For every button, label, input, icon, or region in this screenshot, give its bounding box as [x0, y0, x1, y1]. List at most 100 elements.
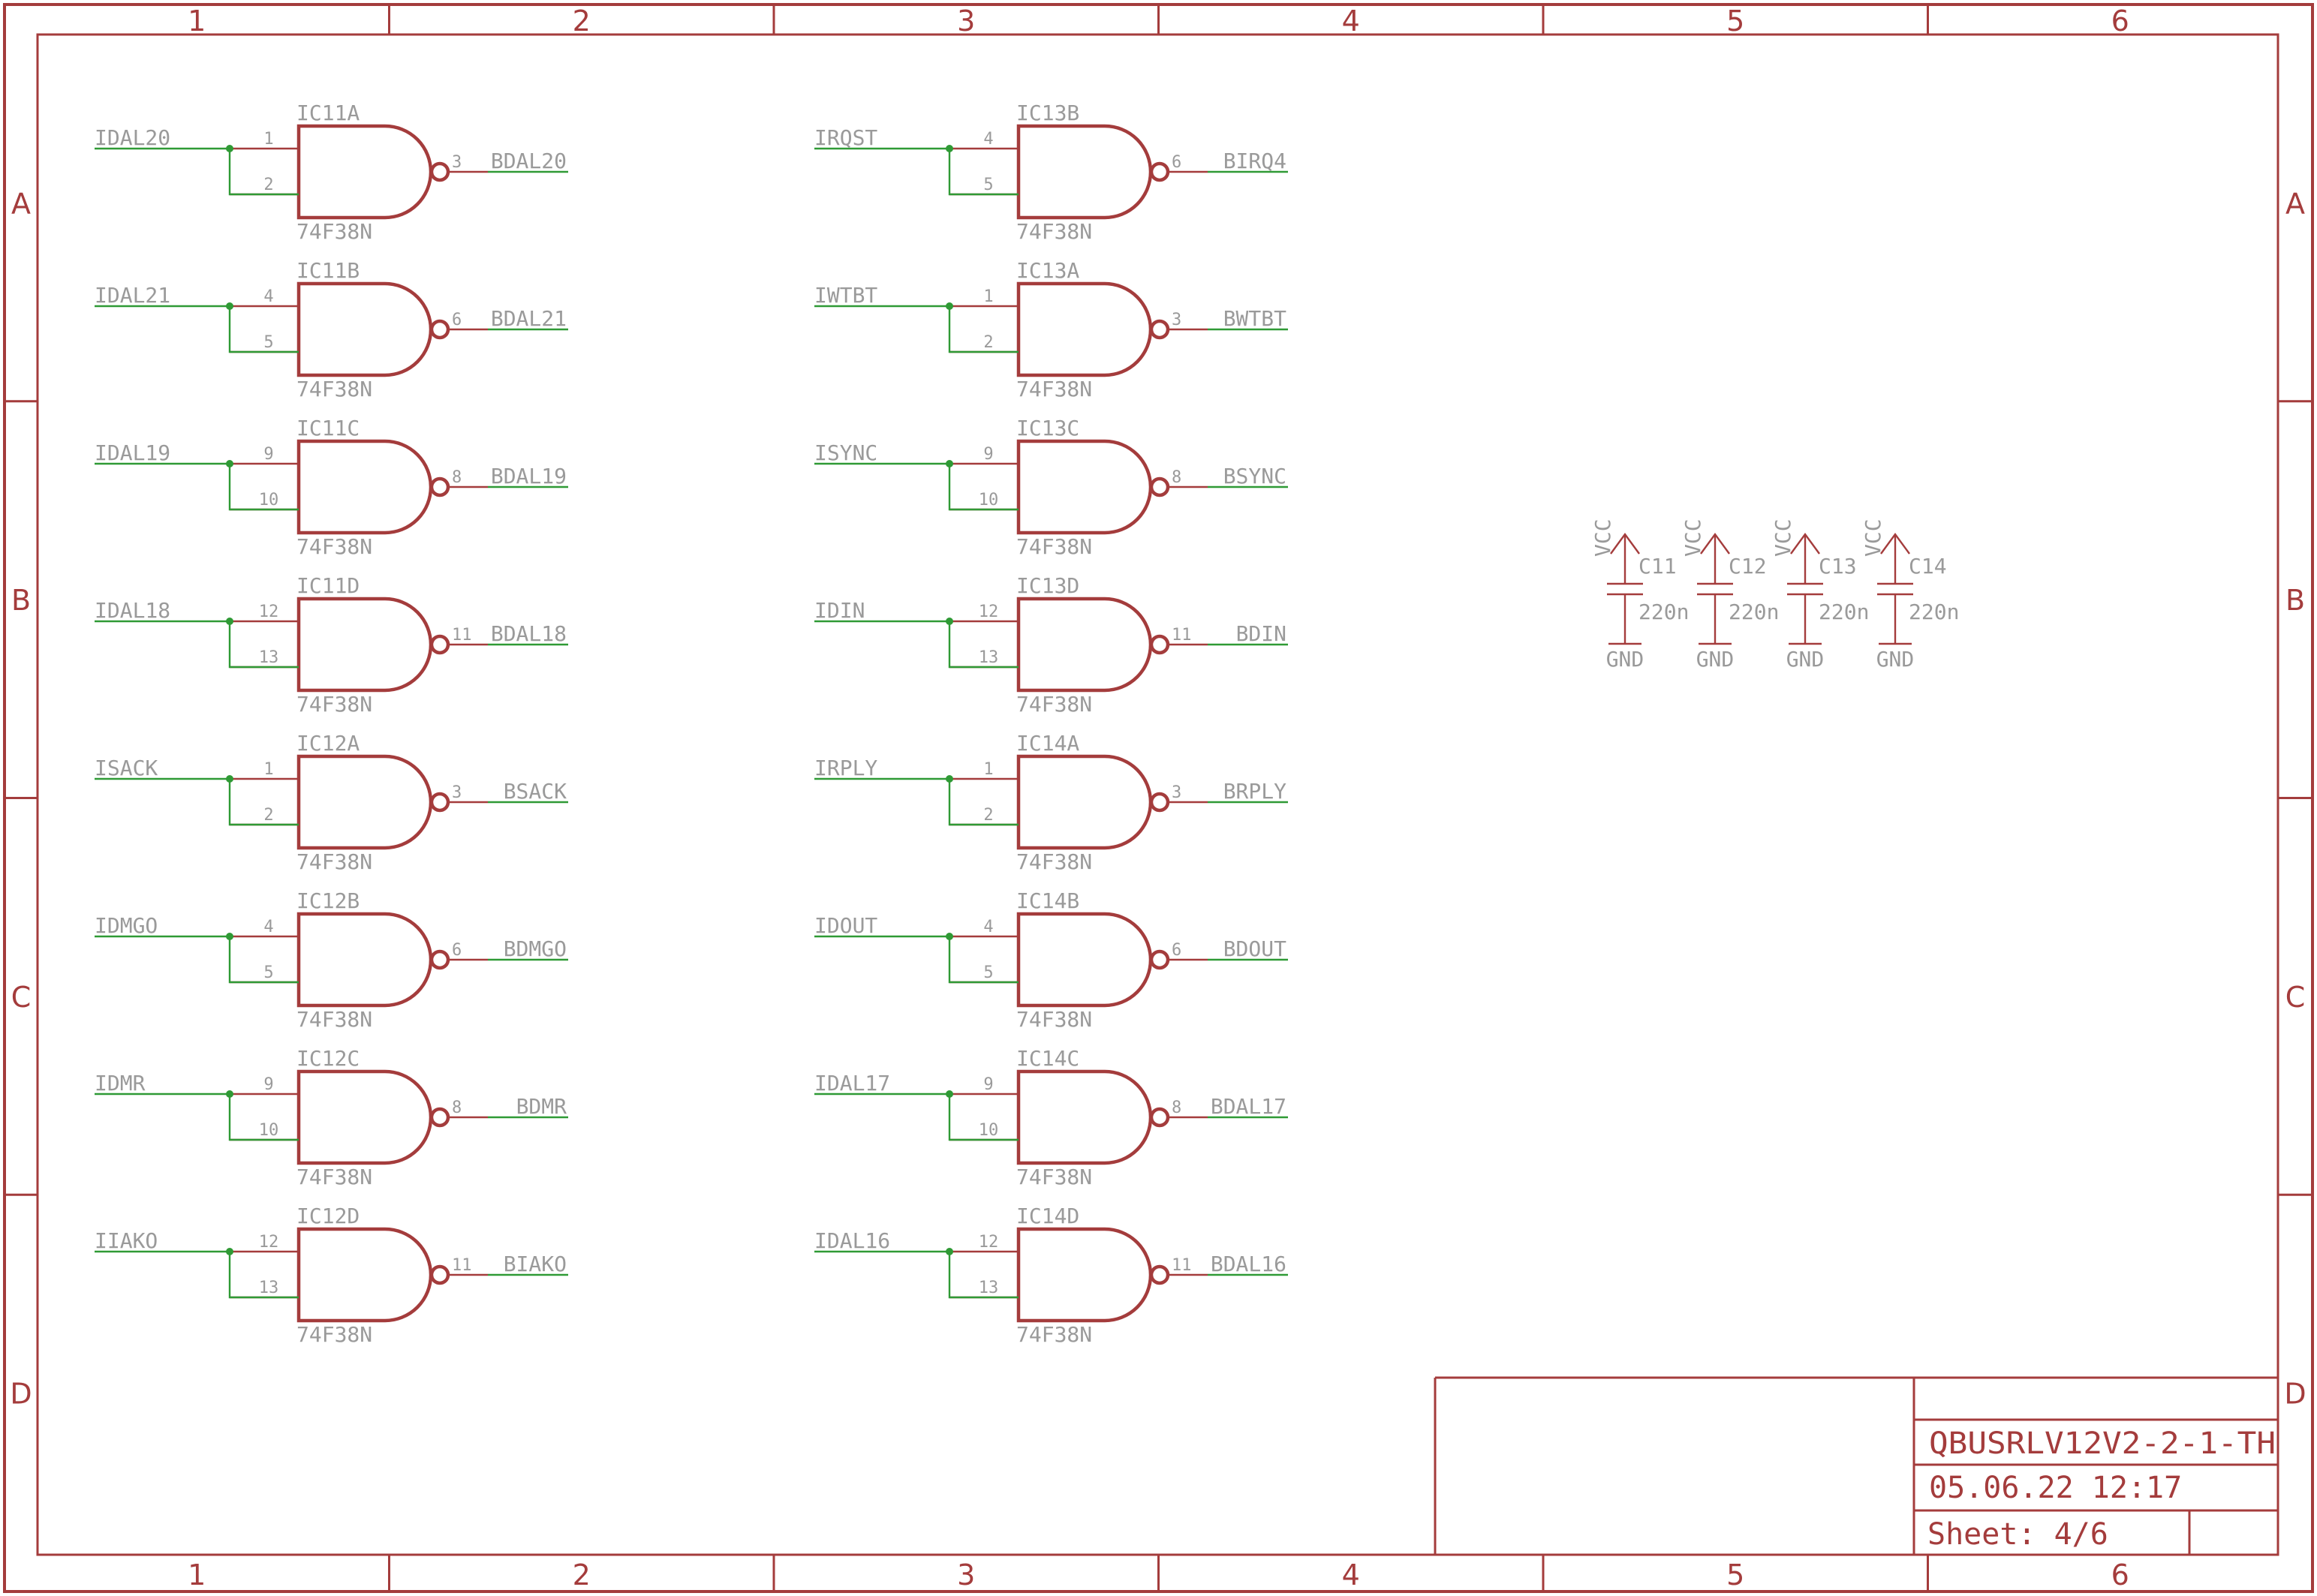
gate-reference: IC13C: [1016, 416, 1079, 440]
junction-dot: [946, 1090, 953, 1098]
vcc-arrow-icon: [1880, 532, 1910, 555]
input-tie-wire: [228, 1094, 299, 1141]
nand-inversion-bubble: [429, 949, 450, 970]
input-tie-wire: [948, 1252, 1019, 1299]
pin-number: 4: [263, 287, 273, 306]
nand-gate-body: [1016, 1069, 1153, 1165]
nand-inversion-bubble: [1149, 792, 1170, 813]
junction-dot: [226, 1090, 233, 1098]
junction-dot: [226, 1248, 233, 1255]
ground-label: GND: [1876, 647, 1915, 672]
input-tie-wire: [228, 1252, 299, 1299]
nand-inversion-bubble: [1149, 319, 1170, 340]
nand-gate-body: [1016, 597, 1153, 693]
capacitor-reference: C12: [1729, 554, 1767, 579]
frame-row-label-right: C: [2285, 981, 2306, 1014]
pin-number: 4: [983, 918, 993, 936]
junction-dot: [946, 933, 953, 940]
frame-column-label-bottom: 6: [2111, 1558, 2129, 1591]
pin-number: 3: [1172, 783, 1181, 802]
gate-value: 74F38N: [1016, 1322, 1092, 1347]
output-net-label: BIAKO: [504, 1252, 567, 1276]
ground-label: GND: [1606, 647, 1644, 672]
junction-dot: [226, 460, 233, 467]
input-tie-wire: [228, 149, 299, 196]
gate-value: 74F38N: [296, 219, 372, 244]
nand-gate-body: [1016, 439, 1153, 535]
pin-number: 2: [983, 333, 993, 352]
nand-gate-body: [296, 281, 433, 377]
nand-inversion-bubble: [1149, 476, 1170, 497]
pin-number: 2: [983, 806, 993, 825]
gate-value: 74F38N: [1016, 377, 1092, 401]
pin-number: 8: [1172, 468, 1181, 487]
supply-label: VCC: [1590, 518, 1615, 557]
sheet-number: Sheet: 4/6: [1927, 1517, 2108, 1552]
capacitor-reference: C11: [1638, 554, 1677, 579]
frame-column-label-bottom: 2: [573, 1558, 591, 1591]
gate-array: 123IC11A74F38NIDAL20BDAL20456IC11B74F38N…: [95, 101, 1288, 1347]
nand-inversion-bubble: [1149, 1107, 1170, 1128]
gate-value: 74F38N: [296, 377, 372, 401]
pin-number: 12: [979, 1233, 999, 1252]
drawing-name: QBUSRLV12V2-2-1-TH: [1929, 1426, 2276, 1461]
input-net-label: IDMR: [95, 1071, 146, 1096]
pin-number: 3: [452, 783, 462, 802]
pin-number: 5: [263, 333, 273, 352]
output-net-label: BDMGO: [504, 936, 567, 961]
pin-number: 1: [263, 760, 273, 779]
junction-dot: [226, 302, 233, 310]
pin-number: 11: [452, 626, 472, 645]
input-net-label: IDIN: [814, 598, 865, 623]
vcc-arrow-icon: [1790, 532, 1820, 555]
output-net-label: BIRQ4: [1223, 149, 1286, 173]
input-net-label: IDMGO: [95, 913, 158, 938]
pin-number: 10: [259, 491, 279, 509]
pin-number: 1: [263, 130, 273, 149]
junction-dot: [946, 1248, 953, 1255]
pin-number: 13: [259, 648, 279, 667]
frame-column-label-top: 1: [188, 5, 206, 38]
input-tie-wire: [948, 936, 1019, 984]
input-tie-wire: [948, 464, 1019, 511]
nand-gate-body: [1016, 281, 1153, 377]
input-net-label: IDAL20: [95, 125, 170, 150]
nand-gate-body: [296, 912, 433, 1008]
ground-label: GND: [1696, 647, 1735, 672]
pin-number: 8: [1172, 1099, 1181, 1117]
output-net-label: BDAL19: [491, 464, 567, 488]
gate-value: 74F38N: [1016, 849, 1092, 874]
gate-reference: IC14B: [1016, 888, 1079, 913]
nand-inversion-bubble: [1149, 634, 1170, 655]
pin-number: 10: [259, 1121, 279, 1140]
gate-value: 74F38N: [296, 692, 372, 717]
nand-gate-body: [1016, 124, 1153, 220]
gate-reference: IC14A: [1016, 731, 1079, 756]
pin-number: 10: [979, 491, 999, 509]
nand-gate-body: [296, 439, 433, 535]
output-net-label: BDAL21: [491, 306, 567, 331]
gate-reference: IC14C: [1016, 1046, 1079, 1071]
pin-number: 13: [979, 648, 999, 667]
frame-column-label-bottom: 4: [1342, 1558, 1360, 1591]
frame-row-label-left: A: [11, 187, 31, 220]
pin-number: 5: [263, 963, 273, 982]
gate-reference: IC12D: [296, 1204, 360, 1228]
frame-column-label-bottom: 5: [1726, 1558, 1744, 1591]
output-net-label: BDAL16: [1211, 1252, 1286, 1276]
gate-value: 74F38N: [296, 1322, 372, 1347]
gate-reference: IC13A: [1016, 258, 1079, 283]
nand-gate-body: [296, 124, 433, 220]
gate-reference: IC14D: [1016, 1204, 1079, 1228]
output-net-label: BRPLY: [1223, 779, 1286, 804]
